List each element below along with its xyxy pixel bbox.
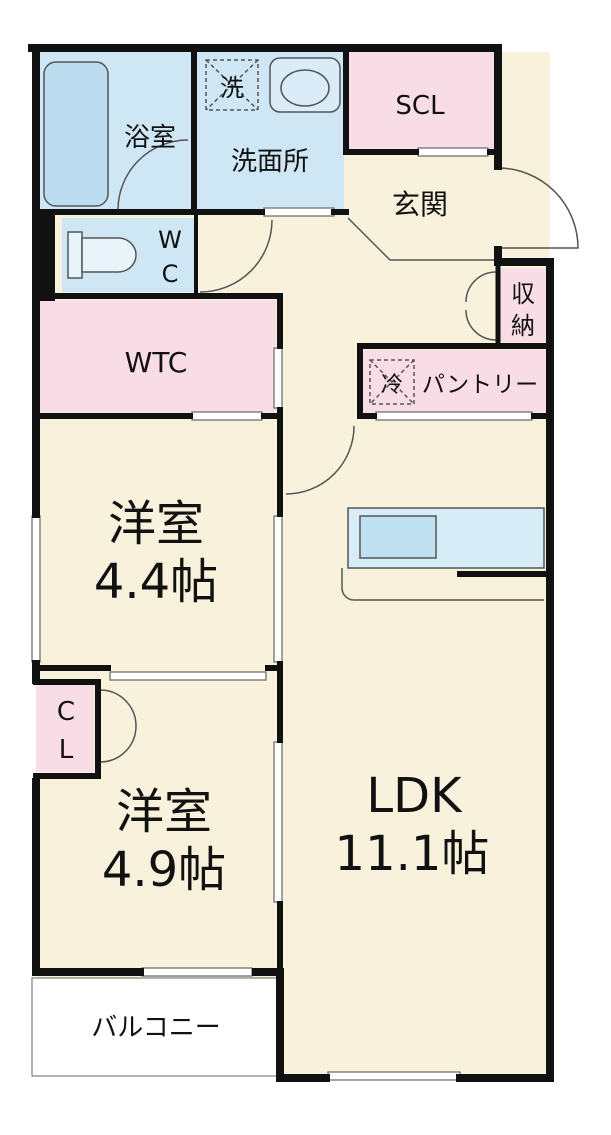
window-western1-left [31,515,41,663]
scl-label: SCL [395,91,445,121]
window-western1-right [273,515,283,663]
entrance-label: 玄関 [392,188,448,221]
wc-door-arc [199,219,273,293]
window-pantry [375,411,533,421]
western2-size: 4.9帖 [102,842,226,898]
wc-label-w: W [158,226,182,254]
western1-name: 洋室 [108,496,204,552]
storage-door-arc-2 [465,309,497,341]
western1-size: 4.4帖 [94,554,218,610]
basin-bowl [280,69,330,107]
ldk-name: LDK [366,768,463,824]
storage-fill [500,268,546,342]
wtc-label: WTC [125,346,188,379]
fridge-spot [369,359,415,405]
closet-label-l: L [59,735,74,765]
closet-door-arc-2 [99,725,137,763]
window-wtc [191,411,263,421]
ldk-size: 11.1帖 [335,826,490,882]
windows [31,147,533,1081]
washer-spot [205,59,259,111]
washroom-label: 洗面所 [231,147,309,177]
toilet-bowl [81,237,137,273]
bathtub [43,61,109,207]
scl-fill [348,52,494,152]
entrance-door-arc [497,167,579,249]
window-wtc-right [273,347,283,409]
wtc-fill [36,300,276,416]
window-western1-bottom [109,671,267,681]
entrance-step [347,217,498,261]
wall-wtc-top [33,293,283,349]
window-western2-right [273,741,283,903]
wc-label-c: C [162,260,179,288]
window-western2-bottom [141,967,253,977]
washer-mark: 洗 [220,74,244,102]
pantry-fill [362,350,546,416]
closet-door-arc-1 [99,689,137,727]
storage-label-2: 納 [511,312,535,340]
washbasin [269,57,341,113]
counter-edge [341,568,544,601]
balcony-label: バルコニー [91,1013,220,1043]
bath-door-arc [117,139,189,211]
bath-label: 浴室 [124,123,176,153]
kitchen-sink [359,515,437,559]
window-washroom [263,207,335,217]
walls [28,44,554,1082]
hall-door-arc [285,425,355,495]
window-scl [417,147,489,157]
wall-closet [33,679,101,779]
storage-door-arc-1 [465,271,497,303]
toilet-tank [67,231,83,279]
wall-washroom-scl [343,47,501,155]
labels: 浴室 洗 洗面所 SCL 玄関 W C 収 納 WTC 冷 パントリー 洋室 4… [57,74,538,1043]
fixtures [43,57,579,763]
wall-pantry [357,343,553,419]
outer-wall [28,44,554,1082]
wall-wtc-bottom [33,407,283,419]
window-ldk-bottom [327,1071,461,1081]
pantry-label: パントリー [422,372,538,398]
western2-name: 洋室 [116,784,212,840]
closet-fill [36,684,94,772]
closet-label-c: C [57,697,75,727]
storage-label-1: 収 [511,280,535,308]
fridge-mark: 冷 [381,373,403,398]
